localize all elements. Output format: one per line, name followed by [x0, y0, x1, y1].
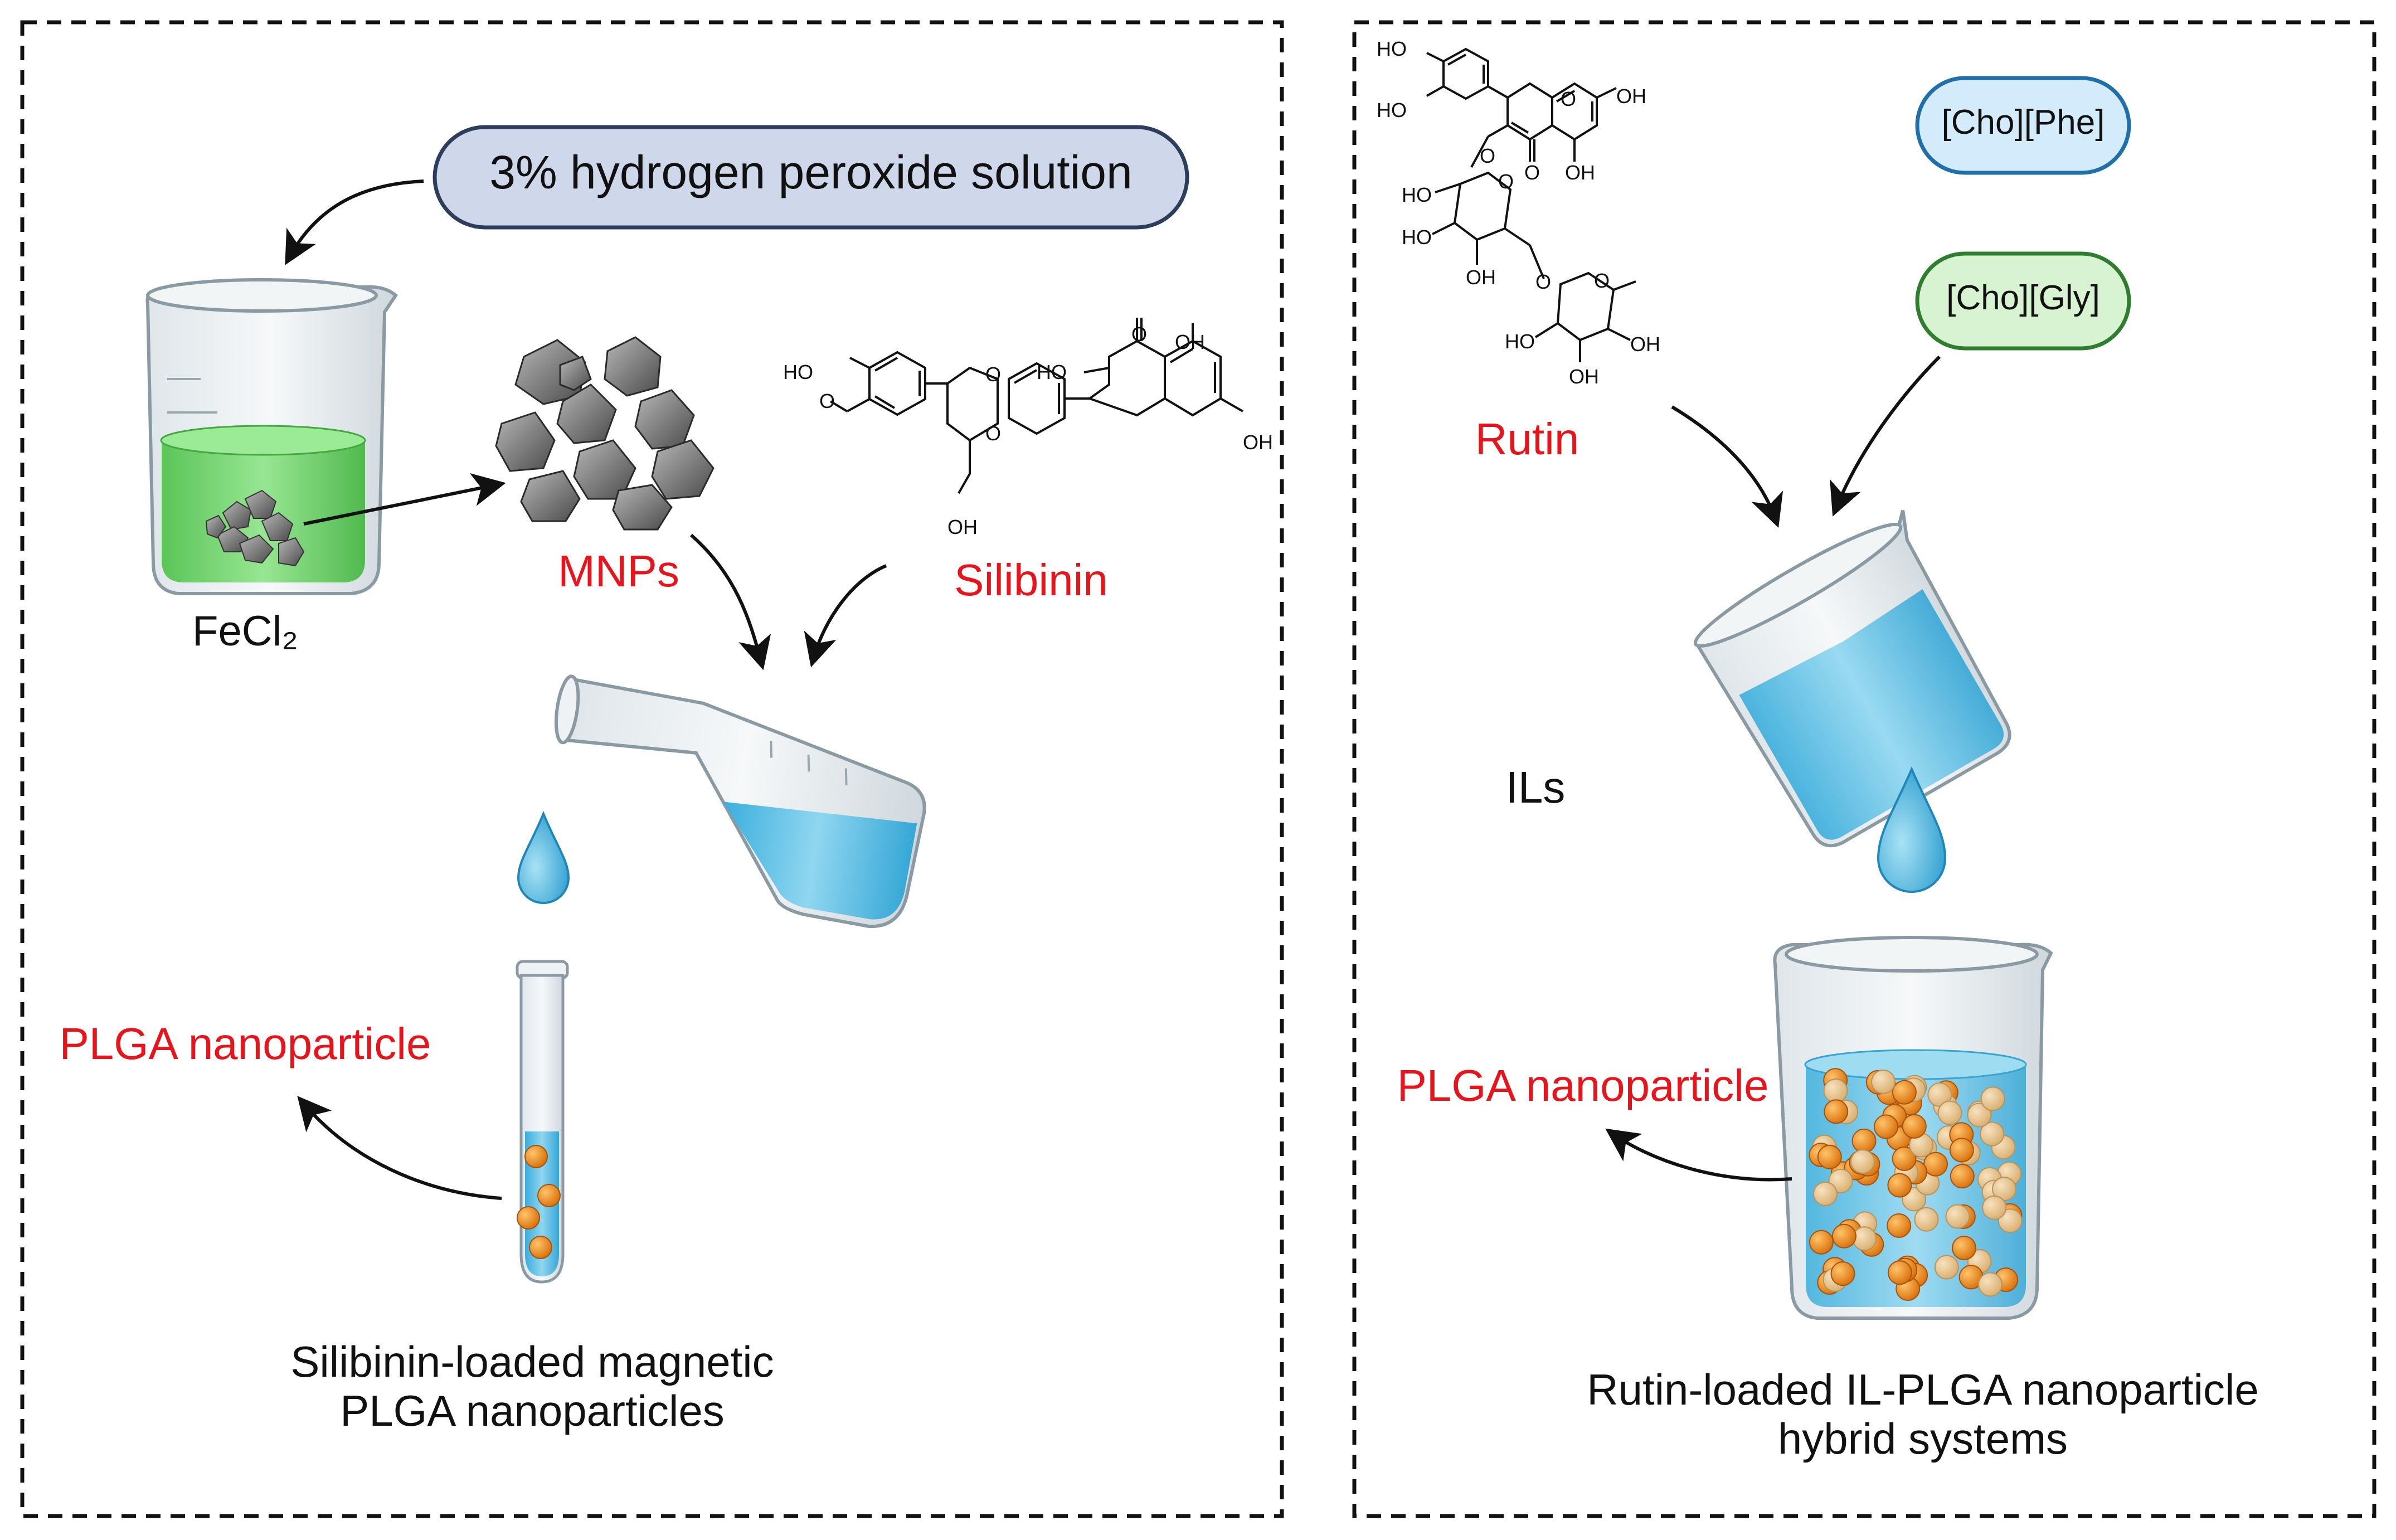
nanoparticle — [1934, 1255, 1959, 1280]
svg-text:HO: HO — [783, 361, 813, 383]
nanoparticle — [1817, 1144, 1842, 1169]
silibinin-structure — [829, 318, 1243, 494]
nanoparticle — [1980, 1121, 2005, 1147]
nanoparticle — [1892, 1147, 1917, 1171]
caption-right-line1: Rutin-loaded IL-PLGA nanoparticle — [1587, 1365, 2258, 1414]
svg-text:O: O — [1480, 144, 1495, 167]
caption-left-line1: Silibinin-loaded magnetic — [290, 1337, 774, 1386]
nanoparticle — [1809, 1230, 1834, 1255]
svg-text:HO: HO — [1505, 330, 1535, 353]
arrow-ils-to-beaker — [1830, 355, 1941, 517]
rutin-atoms: HO HO OH O OH O O O HO HO OH O O HO OH O… — [1377, 37, 1660, 388]
svg-text:O: O — [819, 390, 835, 412]
caption-right-line2: hybrid systems — [1778, 1414, 2068, 1463]
nanoparticle — [1887, 1213, 1912, 1238]
arrow-beaker-to-mnps — [303, 473, 506, 526]
nanoparticle — [1824, 1099, 1849, 1124]
cho-phe-pill-label: [Cho][Phe] — [1942, 103, 2105, 142]
nanoparticle — [1850, 1149, 1875, 1174]
nanoparticle — [1982, 1195, 2007, 1220]
nanoparticle — [1851, 1128, 1877, 1153]
svg-text:O: O — [985, 363, 1001, 386]
ils-beaker — [1693, 510, 2011, 848]
peroxide-pill-label: 3% hydrogen peroxide solution — [489, 146, 1132, 198]
mnps-label: MNPs — [558, 546, 679, 596]
arrow-tube-to-plga-left — [297, 1096, 502, 1200]
mnps-cluster — [495, 336, 715, 531]
svg-text:OH: OH — [947, 516, 978, 538]
nanoparticle — [1952, 1236, 1976, 1261]
rutin-label: Rutin — [1475, 414, 1579, 464]
svg-text:HO: HO — [1377, 37, 1407, 60]
svg-text:OH: OH — [1569, 365, 1599, 388]
silibinin-label: Silibinin — [954, 555, 1108, 605]
nanoparticle — [1892, 1080, 1917, 1105]
silibinin-atoms: HO O O O OH HO O OH OH — [783, 323, 1273, 538]
nanoparticle — [1902, 1114, 1927, 1139]
svg-text:OH: OH — [1565, 161, 1595, 184]
cho-gly-pill-label: [Cho][Gly] — [1946, 279, 2100, 317]
nanoparticle — [1949, 1138, 1974, 1163]
svg-text:HO: HO — [1377, 99, 1407, 122]
svg-text:O: O — [985, 422, 1001, 445]
svg-text:OH: OH — [1466, 266, 1496, 289]
test-tube — [516, 960, 569, 1284]
svg-text:O: O — [1561, 88, 1576, 110]
svg-text:OH: OH — [1243, 431, 1273, 454]
caption-left-line2: PLGA nanoparticles — [340, 1386, 724, 1435]
nanoparticle — [1874, 1114, 1898, 1139]
plga-label-left: PLGA nanoparticle — [59, 1019, 431, 1068]
svg-text:OH: OH — [1175, 331, 1205, 353]
nanoparticle-beaker — [1773, 936, 2053, 1320]
nanoparticle-group — [1809, 1068, 2023, 1301]
nanoparticle — [1967, 1102, 1992, 1128]
svg-text:HO: HO — [1402, 183, 1432, 206]
ils-label: ILs — [1506, 762, 1566, 812]
nanoparticle — [1887, 1260, 1912, 1285]
droplet-left — [517, 810, 570, 904]
svg-text:HO: HO — [1037, 361, 1067, 383]
nanoparticle — [1978, 1272, 2003, 1297]
cho-gly-pill — [1915, 251, 2131, 351]
nanoparticle — [1852, 1226, 1877, 1251]
nanoparticle — [1923, 1152, 1948, 1177]
nanoparticle — [1914, 1207, 1939, 1232]
svg-text:O: O — [1535, 270, 1551, 293]
nanoparticle — [1937, 1100, 1962, 1125]
nanoparticle — [1823, 1079, 1848, 1103]
nanoparticle — [1813, 1182, 1838, 1206]
nanoparticle — [1871, 1069, 1896, 1094]
arrow-beaker-to-plga-right — [1605, 1128, 1792, 1182]
svg-text:O: O — [1594, 269, 1610, 292]
svg-text:HO: HO — [1402, 226, 1432, 249]
arrow-mnps-to-flask — [690, 533, 771, 671]
svg-text:O: O — [1498, 170, 1514, 193]
svg-text:O: O — [1524, 161, 1540, 184]
right-panel-frame — [1352, 20, 2376, 1518]
fecl2-label: FeCl₂ — [192, 608, 298, 655]
plga-label-right: PLGA nanoparticle — [1397, 1061, 1768, 1110]
droplet-right — [1877, 766, 1947, 893]
arrow-peroxide-to-beaker — [285, 179, 424, 265]
nanoparticle — [1831, 1223, 1856, 1248]
nanoparticle — [1980, 1086, 2005, 1111]
arrow-rutin-to-beaker — [1671, 405, 1783, 528]
left-panel-frame — [20, 20, 1284, 1518]
rutin-structure — [1426, 47, 1636, 362]
nanoparticle — [1998, 1208, 2023, 1233]
svg-text:O: O — [1131, 323, 1147, 346]
nanoparticle — [1950, 1164, 1975, 1189]
svg-text:OH: OH — [1616, 85, 1646, 108]
nanoparticle — [1945, 1204, 1970, 1229]
cho-phe-pill — [1915, 76, 2131, 175]
arrow-silibinin-to-flask — [804, 564, 887, 668]
peroxide-pill — [432, 125, 1189, 230]
nanoparticle — [1830, 1261, 1855, 1286]
fecl2-beaker — [145, 278, 398, 595]
svg-text:OH: OH — [1630, 333, 1660, 356]
nanoparticle — [1887, 1173, 1912, 1198]
erlenmeyer-flask — [554, 674, 926, 928]
